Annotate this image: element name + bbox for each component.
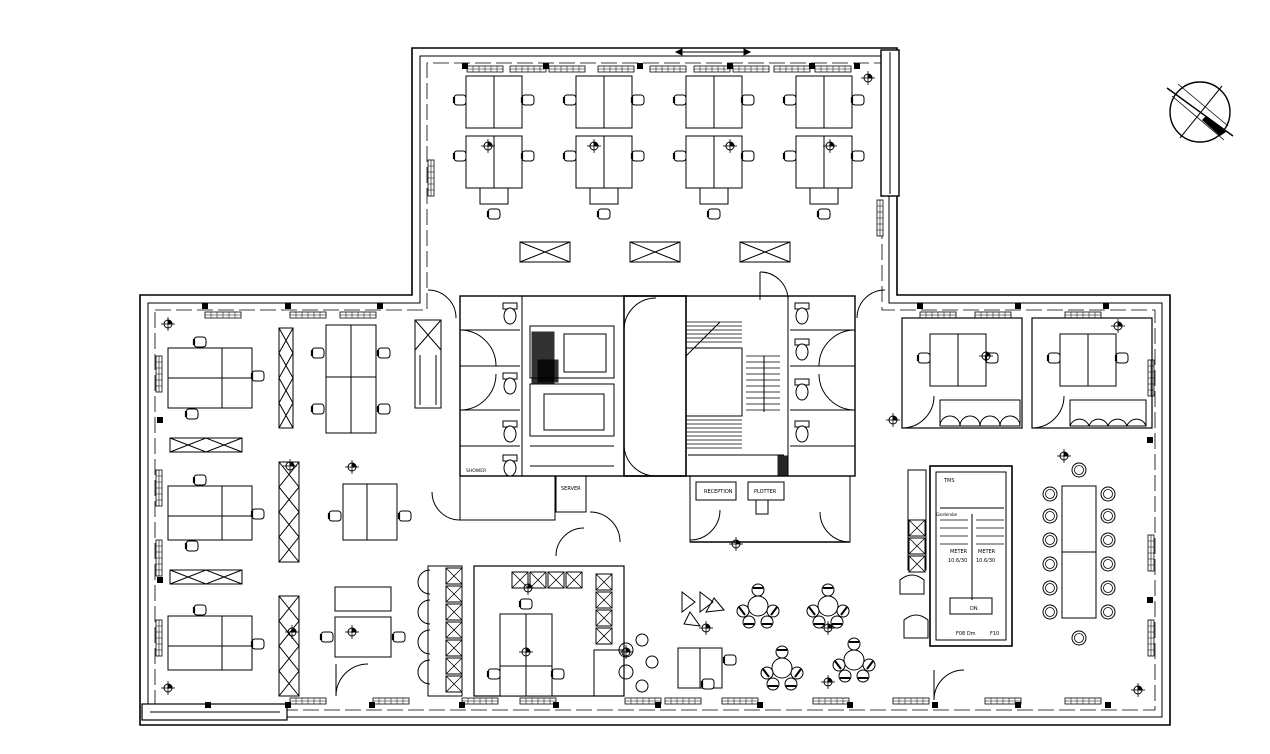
meter-right-value: 10.6/30 [976, 558, 995, 564]
stair-note: DN [970, 606, 978, 612]
service-labels: SERVER SHOWER RECEPTION PLOTTER [466, 468, 777, 495]
windows [155, 63, 1155, 708]
reception-label: RECEPTION [704, 489, 733, 495]
meter-left-label: METER [950, 549, 968, 555]
sub-right-label: F10 [990, 631, 999, 637]
meter-right-label: METER [978, 549, 996, 555]
north-arrow-icon [1166, 81, 1234, 143]
garderobe-label: Garderobe [936, 512, 958, 517]
service-core [427, 271, 886, 557]
shower-label: SHOWER [466, 468, 486, 474]
plotter-label: PLOTTER [754, 489, 777, 495]
stair-labels: TMS Garderobe METER METER 10.6/30 10.6/3… [936, 478, 999, 637]
dimension-arrow [674, 48, 752, 56]
right-offices [885, 317, 1153, 698]
left-workstations [160, 316, 442, 697]
lounge [618, 583, 876, 693]
column-markers [728, 536, 744, 552]
sub-left-label: F08 Dm [956, 631, 976, 637]
meeting-table [1042, 462, 1116, 646]
right-stair [899, 465, 1013, 701]
meter-left-value: 10.6/30 [948, 558, 967, 564]
outer-walls [139, 47, 1171, 726]
central-rooms [335, 565, 625, 697]
server-label: SERVER [561, 486, 581, 492]
top-workstations [452, 70, 876, 263]
tms-label: TMS [943, 478, 955, 484]
